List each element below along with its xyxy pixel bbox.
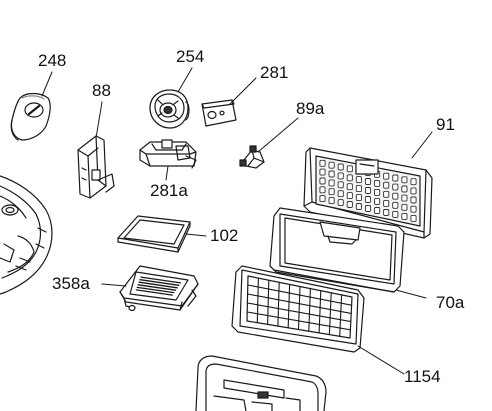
grille-hole [328,179,335,187]
cassette-slot [137,284,177,291]
grille-hole [355,185,362,193]
grille-hole [383,199,390,207]
grille-hole [401,203,408,211]
grid-line [246,311,351,331]
grille-hole [355,203,362,210]
grid-line [297,285,301,331]
grille-hole [410,205,417,213]
grille-hole [364,205,372,212]
grille-hole [337,163,344,171]
grille-hole [364,187,372,194]
grille-hole [319,195,326,203]
vacuum-body-part [0,175,53,295]
grille-hole [346,201,353,208]
grille-hole [328,188,335,196]
grid-line [318,290,322,334]
grille-hole [346,165,353,173]
grille-hole [319,186,326,194]
callout-91: 91 [436,115,455,134]
grille-hole [383,172,390,180]
part-91-grille [303,147,433,239]
grille-hole [401,212,408,220]
cassette-slot [140,276,182,284]
grille-hole [392,210,399,218]
grille-hole [374,179,381,187]
grille-hole [337,172,344,180]
grid-line [308,288,311,332]
grille-hole [410,196,417,204]
callout-70a: 70a [436,293,465,312]
grille-hole [337,181,344,189]
cassette-slot [139,279,180,286]
grid-line [247,284,353,306]
grid-line [328,292,332,336]
part-88-bracket [77,135,115,199]
part-89a-clip [239,145,265,169]
grille-hole [346,174,353,182]
callout-89a: 89a [296,99,325,118]
grille-hole [392,201,399,209]
grid-line [277,281,280,327]
grid-line [247,293,352,314]
part-1154-grid-filter [231,265,365,353]
cassette-slot [135,289,173,296]
grille-hole [401,176,408,184]
cassette-slot [136,286,175,294]
grille-hole [355,176,362,184]
grille-hole [364,178,372,185]
grille-hole [410,187,417,195]
grille-hole [383,209,390,216]
part-248-switch [10,92,51,141]
part-102-gasket [117,215,191,253]
grille-hole [401,185,408,193]
grille-hole [337,199,344,207]
part-281a-holder [139,139,197,169]
grille-hole [383,190,390,198]
grille-hole [355,194,362,202]
grille-hole [328,161,335,169]
grille-hole [392,183,399,191]
callout-88: 88 [92,81,111,100]
callout-1154: 1154 [404,367,441,386]
grille-hole [410,178,417,186]
grid-line [256,277,259,324]
callout-102: 102 [210,226,239,245]
grid-line [287,283,291,329]
grille-hole [319,177,326,185]
grille-hole [374,188,381,196]
callout-254: 254 [176,47,205,66]
grille-hole [328,197,335,205]
grid-line [339,294,343,337]
callout-281a: 281a [150,181,188,200]
callout-281: 281 [260,63,289,82]
grille-hole [337,190,344,198]
grille-hole [410,214,417,222]
grid-line [267,279,270,325]
housing-part [195,355,327,411]
part-358a-cassette [119,265,199,312]
grille-hole [319,159,326,167]
part-254-round-cap [149,89,190,129]
grille-hole [374,207,381,214]
cassette-slot [138,281,178,289]
grille-hole [392,174,399,182]
grille-hole [364,196,372,203]
grille-hole [328,170,335,178]
callout-248: 248 [38,51,67,70]
grille-hole [392,192,399,200]
grille-hole [346,192,353,200]
leader-lines [41,67,433,375]
grille-hole [383,181,390,189]
grille-hole [401,194,408,202]
grille-hole [374,197,381,205]
grid-line [246,302,352,323]
grille-hole [346,183,353,191]
part-70a-frame [269,207,405,293]
callout-358a: 358a [52,274,90,293]
part-281-plate [201,99,237,127]
grille-hole [319,168,326,176]
